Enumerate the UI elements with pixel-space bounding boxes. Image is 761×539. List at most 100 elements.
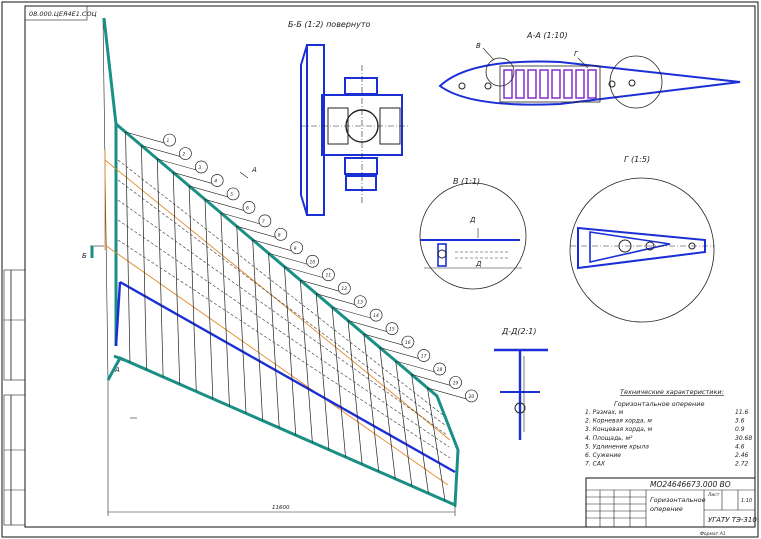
section-bb-title: Б-Б (1:2) повернуто [288,20,371,29]
spec-value: 11.6 [735,409,749,416]
rib-line [379,347,396,479]
rib-label: 9 [294,246,297,252]
rib-label: 17 [421,354,427,360]
detail-v-title: В (1:1) [453,177,480,186]
spec-value: 2.46 [735,452,749,459]
rib-leader [189,185,229,198]
main-spar [119,280,456,474]
rib-line [141,145,147,370]
rib-label: 19 [453,380,459,386]
rib-leader [332,306,372,319]
rib-label: 2 [182,152,185,158]
rib-leader [363,333,403,346]
marker-d-bottom: Д [475,260,482,268]
rib-line [125,132,131,363]
rib-leader [427,387,467,400]
rib-line [395,360,413,487]
spar-stack [503,69,597,99]
rib-label-circle [322,268,335,282]
rib-leader [379,347,419,359]
rib-label-circle [194,160,208,174]
rib-label: 11 [325,273,331,279]
stamp-code: 08.000.ЦЕЯ4Е1.СОЦ [29,10,97,18]
detail-v-callout [485,57,515,87]
spar-block [515,69,525,99]
format-label: Формат А1 [700,531,726,537]
rib-label: 3 [198,165,201,171]
rib-label: 16 [405,340,411,346]
rib-label: 20 [468,394,474,400]
spec-label: 5. Удлинение крыла [585,443,649,450]
rib-line [268,253,280,428]
rib-label-circle [401,335,415,349]
section-dd: Д-Д(2:1) [494,327,548,440]
rib-leader [411,374,451,386]
section-aa-title: А-А (1:10) [526,31,568,40]
rib-label: 1 [167,138,170,144]
rib-leader [347,320,388,332]
rib-label-circle [226,187,240,201]
doc-code: МО24646673.000 ВО [650,480,731,489]
rib-label-circle [290,241,304,255]
marker-a-top: А [251,166,257,174]
marker-b-left: Б [82,252,87,260]
rib-label-circle [274,227,288,241]
rib-label-circle [163,133,176,147]
rib-label: 6 [246,205,249,211]
ribs [125,132,446,501]
marker-a-bottom: А [114,366,120,374]
detail-g-callout [609,55,663,109]
spec-label: 6. Сужение [585,452,621,459]
detail-g: Г (1:5) [569,155,715,323]
rib-label: 12 [341,286,347,292]
stamp-box: 08.000.ЦЕЯ4Е1.СОЦ [24,5,97,21]
rib-label: 18 [437,367,443,373]
rib-label-circle [337,281,351,295]
scale: 1:10 [741,498,752,504]
spec-value: 4.6 [735,443,745,450]
title-block: МО24646673.000 ВО Горизонтальное оперени… [585,477,757,537]
spar-block [587,69,597,99]
rib-leader [236,226,276,238]
spar-block [563,69,573,99]
rib-leader [284,266,324,279]
rib-line [236,226,247,414]
root-chord-line [102,17,109,381]
organization: УГАТУ ТЭ-310 [708,516,757,524]
rib-label-circle [385,322,399,335]
axis-line-front [104,159,451,441]
rib-label: 10 [310,259,316,265]
spec-label: 1. Размах, м [585,409,624,416]
rib-leader [220,212,260,225]
rib-leader [204,199,245,211]
spec-block: Технические характеристики: Горизонтальн… [585,388,752,468]
rib-label: 13 [357,300,363,306]
detail-g-title: Г (1:5) [624,155,650,164]
rib-line [172,172,181,385]
spec-label: 2. Корневая хорда, м [585,418,652,425]
rib-label-circle [369,308,383,322]
rib-line [252,239,263,421]
rib-label-circle [210,174,224,187]
rib-label-circle [258,214,272,228]
rib-label-circle [242,201,256,214]
inner-frame [24,5,756,528]
rib-line [220,212,230,407]
rib-label-circle [449,376,462,389]
rib-line [331,307,346,458]
rib-line [156,159,164,377]
spar-block [539,69,549,99]
rib-label: 15 [389,327,395,333]
section-bb: Б-Б (1:2) повернуто [288,20,410,216]
left-margin-table [3,269,26,526]
rib-label-circle [433,362,447,376]
rib-leader [125,131,165,144]
rib-label-circle [179,147,192,160]
spec-label: 4. Площадь, м² [585,435,633,442]
rib-label-circle [417,349,431,362]
rib-label-circle [353,295,367,309]
spec-value: 30.68 [735,435,752,442]
